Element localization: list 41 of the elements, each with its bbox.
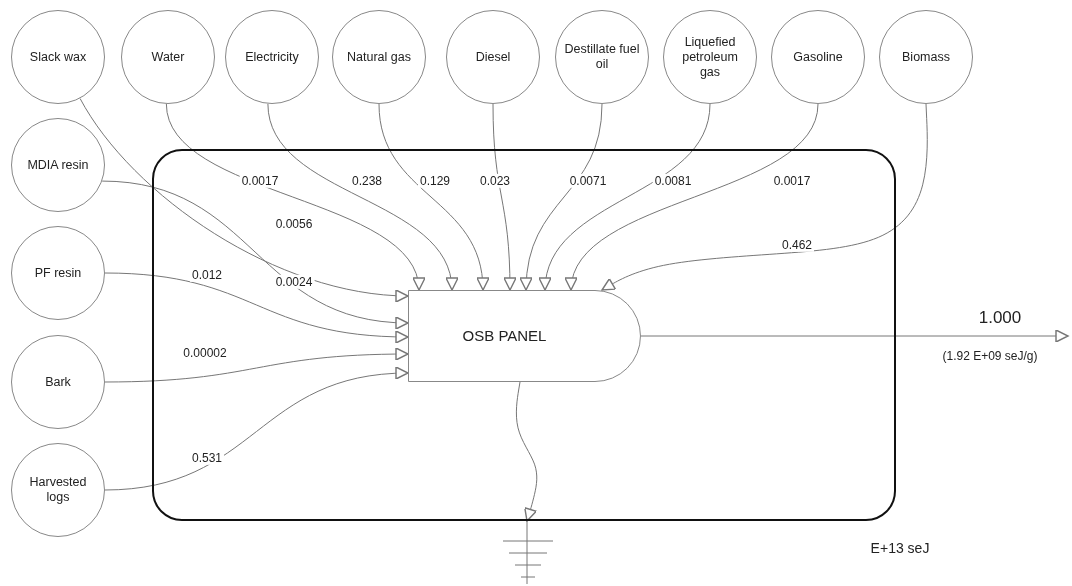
edge-label: 0.023	[478, 173, 512, 189]
flow-arrow	[378, 103, 489, 291]
node-label: Natural gas	[346, 49, 412, 65]
node-label: Slack wax	[28, 49, 88, 65]
node-label: PF resin	[33, 265, 83, 281]
edge-label: 0.0024	[273, 274, 315, 290]
flow-arrow	[104, 272, 409, 344]
flow-arrow	[515, 381, 538, 522]
node-label: Destillate fuel oil	[563, 42, 641, 72]
node-label: Bark	[44, 374, 72, 390]
transformity-note: (1.92 E+09 seJ/g)	[940, 348, 1040, 364]
node-label: Water	[150, 49, 186, 65]
flow-arrow	[540, 103, 711, 291]
node-label: Harvested logs	[28, 475, 88, 505]
flow-arrow	[165, 103, 423, 291]
flow-arrow	[520, 103, 603, 291]
flow-arrow	[104, 347, 409, 383]
heat-sink-icon	[503, 521, 553, 584]
node-label: Diesel	[474, 49, 512, 65]
node-label: Biomass	[901, 49, 951, 65]
node-label: Gasoline	[792, 49, 844, 65]
edge-label: 0.012	[190, 267, 224, 283]
flow-arrow	[567, 103, 819, 291]
flow-arrow	[104, 367, 409, 491]
node-label: MDIA resin	[26, 157, 90, 173]
process-shape	[408, 290, 641, 382]
edge-label: 0.462	[780, 237, 814, 253]
node-label: OSB PANEL	[461, 325, 548, 346]
flow-arrow	[492, 103, 517, 291]
flow-arrow	[101, 180, 409, 329]
flow-arrow	[267, 103, 457, 291]
flow-arrow	[601, 103, 928, 291]
edge-label: 0.129	[418, 173, 452, 189]
edge-label: 0.531	[190, 450, 224, 466]
node-label: Electricity	[244, 49, 300, 65]
system-boundary	[152, 149, 896, 521]
edge-label: 0.0071	[567, 173, 609, 189]
flow-arrow	[79, 98, 409, 302]
flow-arrow	[640, 329, 1069, 343]
edge-label: 0.0017	[239, 173, 281, 189]
node-label: Liquefied petroleum gas	[681, 34, 739, 80]
